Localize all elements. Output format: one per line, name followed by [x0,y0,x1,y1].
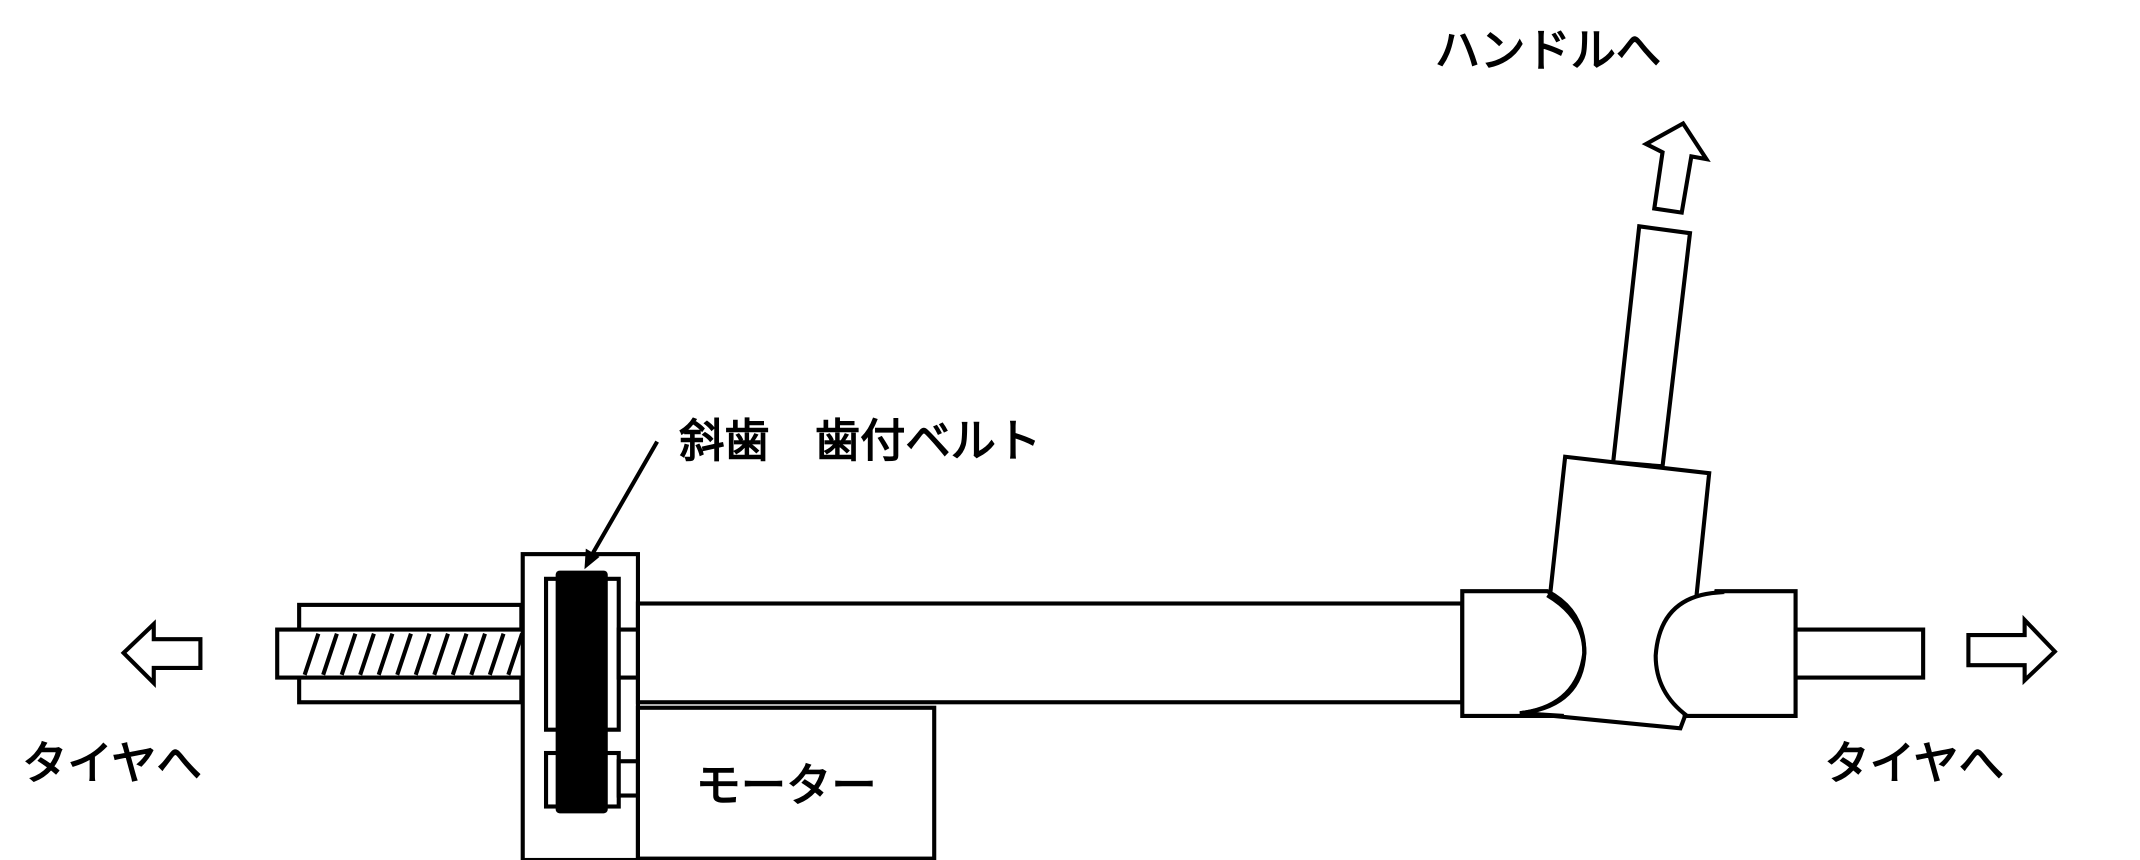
thread-line [413,633,432,676]
label-gear-belt: 斜歯 歯付ベルト [679,415,1041,468]
leader-line [588,440,659,560]
label-to-tire-right: タイヤへ [1824,737,2004,790]
thread-line [395,633,413,676]
main-tube [635,601,1465,705]
right-arrow-icon [1966,614,2058,686]
thread-line [506,633,524,676]
thread-line [469,633,487,676]
label-to-tire-left: タイヤへ [22,737,202,790]
label-motor: モーター [696,759,877,812]
tab-upper [616,627,640,680]
thread-line [358,633,376,676]
right-axle [1793,627,1926,680]
left-ball-joint [1519,593,1587,716]
left-arrow-icon [120,619,203,689]
thread-line [321,633,339,676]
handle-shaft [1610,223,1693,469]
thread-line [376,633,395,676]
tab-lower [616,759,640,798]
thread-line [450,633,469,676]
timing-belt [555,570,608,814]
right-joint-housing [1653,589,1798,719]
up-arrow-icon [1641,120,1711,215]
thread-line [432,633,450,676]
thread-line [302,633,321,676]
motor [635,705,937,860]
thread-line [339,633,358,676]
thread-line [487,633,506,676]
screw-thread [302,633,543,676]
leader-arrowhead-icon [584,548,600,570]
label-to-handle: ハンドルへ [1435,24,1661,77]
